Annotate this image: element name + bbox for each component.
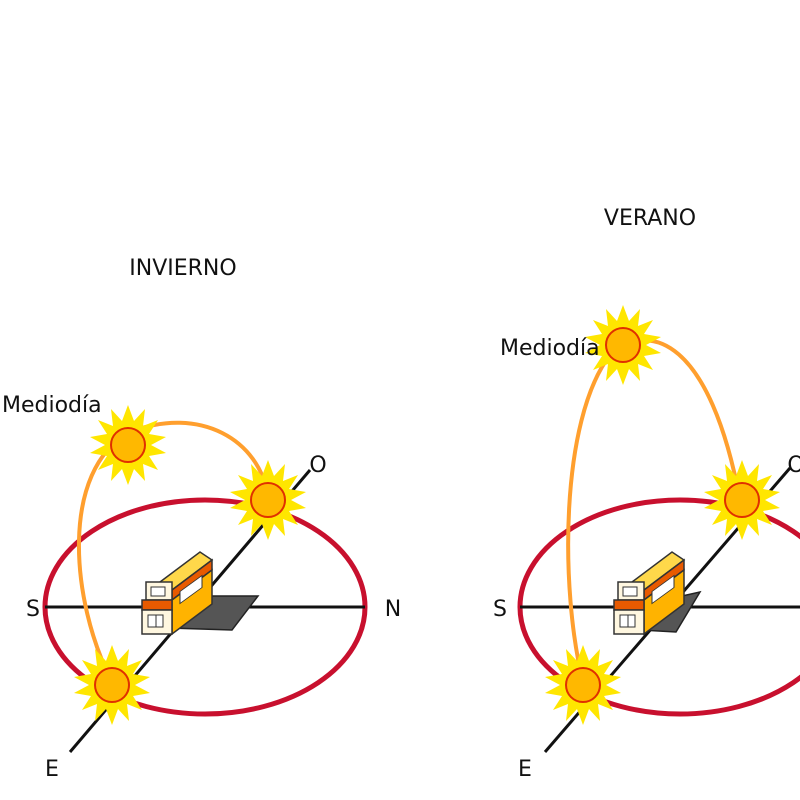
summer-south-label: S (493, 597, 507, 622)
summer-title: VERANO (604, 206, 696, 231)
summer-east-label: E (518, 757, 532, 782)
summer-panel: VERANO Mediodía S E O (493, 206, 800, 782)
winter-title: INVIERNO (129, 256, 236, 281)
summer-east-sun-icon (544, 644, 622, 726)
summer-west-label: O (787, 453, 800, 478)
winter-west-sun-icon (229, 459, 307, 541)
winter-east-sun-icon (73, 644, 151, 726)
winter-north-label: N (385, 597, 401, 622)
winter-panel: INVIERNO Mediodía S N E O (2, 256, 401, 782)
summer-west-sun-icon (703, 459, 781, 541)
winter-east-label: E (45, 757, 59, 782)
summer-noon-label: Mediodía (500, 336, 600, 361)
winter-west-label: O (309, 453, 326, 478)
winter-south-label: S (26, 597, 40, 622)
winter-noon-label: Mediodía (2, 393, 102, 418)
